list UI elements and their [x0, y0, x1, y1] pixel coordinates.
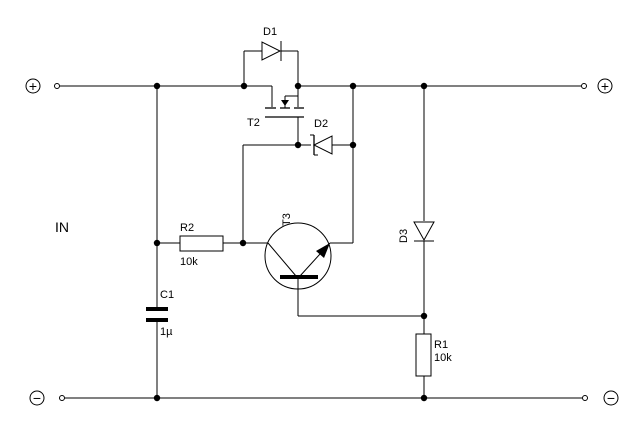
diode-d3: D3	[398, 86, 435, 334]
d1-label: D1	[263, 26, 277, 38]
input-plus-symbol: +	[29, 78, 37, 94]
input-label: IN	[55, 219, 69, 235]
junction-dots	[153, 82, 428, 402]
output-plus-symbol: +	[601, 78, 609, 94]
r2-label: R2	[180, 222, 194, 234]
mosfet-t2: T2	[247, 86, 304, 145]
r1-value: 10k	[434, 352, 452, 364]
input-minus-terminal: −	[29, 390, 65, 406]
output-minus-terminal: −	[582, 390, 619, 406]
input-minus-symbol: −	[33, 390, 41, 406]
d2-label: D2	[314, 118, 328, 130]
capacitor-c1: C1 1µ	[146, 86, 174, 398]
output-plus-terminal: +	[581, 78, 613, 94]
diode-d1: D1	[243, 26, 299, 86]
transistor-t3: T3	[264, 213, 424, 317]
t2-label: T2	[247, 117, 260, 129]
output-minus-symbol: −	[607, 390, 615, 406]
input-plus-terminal: +	[25, 78, 60, 94]
c1-value: 1µ	[160, 326, 173, 338]
d3-label: D3	[398, 229, 410, 243]
r2-value: 10k	[180, 256, 198, 268]
resistor-r2: R2 10k	[157, 222, 268, 268]
t3-label: T3	[281, 213, 293, 226]
r1-label: R1	[434, 339, 448, 351]
c1-label: C1	[160, 289, 174, 301]
resistor-r1: R1 10k	[415, 333, 452, 398]
